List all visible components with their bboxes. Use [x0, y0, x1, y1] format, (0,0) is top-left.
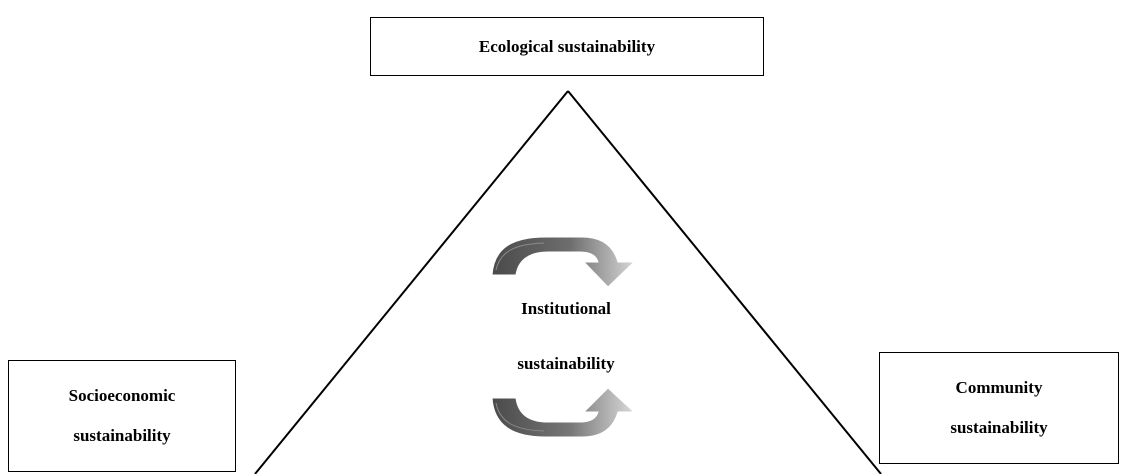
socioeconomic-label-line1: Socioeconomic: [68, 386, 176, 405]
triangle: [254, 90, 882, 474]
curved-arrow-up-icon: [491, 387, 636, 438]
ecological-sustainability-node: Ecological sustainability: [370, 17, 764, 76]
triangle-right-edge: [567, 90, 882, 474]
community-label-line1: Community: [955, 378, 1043, 397]
socioeconomic-sustainability-node: Socioeconomic sustainability: [8, 360, 236, 472]
community-sustainability-node: Community sustainability: [879, 352, 1119, 464]
triangle-left-edge: [254, 90, 569, 474]
institutional-label-line2: sustainability: [517, 354, 615, 373]
community-label-line2: sustainability: [950, 418, 1048, 437]
curved-arrow-right-icon: [491, 236, 636, 288]
institutional-label-line1: Institutional: [521, 299, 611, 318]
ecological-sustainability-label: Ecological sustainability: [478, 36, 656, 56]
socioeconomic-label-line2: sustainability: [73, 426, 171, 445]
